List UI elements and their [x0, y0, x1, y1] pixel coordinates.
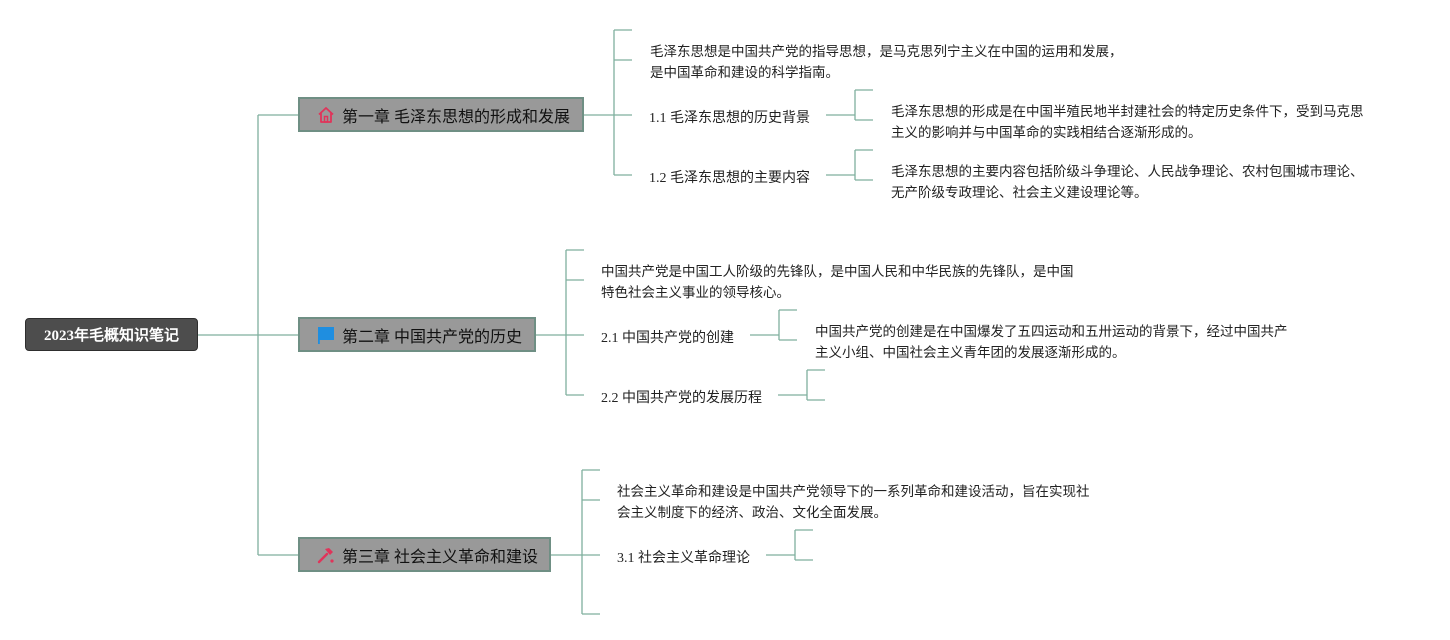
summary-line: 特色社会主义事业的领导核心。: [601, 285, 790, 300]
root-node[interactable]: 2023年毛概知识笔记: [25, 318, 198, 351]
topic-note: 毛泽东思想的形成是在中国半殖民地半封建社会的特定历史条件下，受到马克思 主义的影…: [891, 101, 1364, 143]
chapter-title: 第二章 中国共产党的历史: [342, 328, 523, 346]
summary-line: 中国共产党是中国工人阶级的先锋队，是中国人民和中华民族的先锋队，是中国: [601, 264, 1074, 279]
note-line: 中国共产党的创建是在中国爆发了五四运动和五卅运动的背景下，经过中国共产: [815, 324, 1288, 339]
chapter-summary: 中国共产党是中国工人阶级的先锋队，是中国人民和中华民族的先锋队，是中国 特色社会…: [601, 261, 1074, 303]
summary-line: 毛泽东思想是中国共产党的指导思想，是马克思列宁主义在中国的运用和发展，: [650, 44, 1123, 59]
note-line: 主义的影响并与中国革命的实践相结合逐渐形成的。: [891, 125, 1202, 140]
note-line: 毛泽东思想的主要内容包括阶级斗争理论、人民战争理论、农村包围城市理论、: [891, 164, 1364, 179]
chapter-summary: 毛泽东思想是中国共产党的指导思想，是马克思列宁主义在中国的运用和发展， 是中国革…: [650, 41, 1123, 83]
chapter-node-1[interactable]: 第一章 毛泽东思想的形成和发展: [298, 97, 584, 132]
flag-icon: [316, 325, 336, 345]
note-line: 主义小组、中国社会主义青年团的发展逐渐形成的。: [815, 345, 1126, 360]
chapter-title: 第三章 社会主义革命和建设: [342, 548, 539, 566]
summary-line: 是中国革命和建设的科学指南。: [650, 65, 839, 80]
topic-node-1-1[interactable]: 1.1 毛泽东思想的历史背景: [649, 111, 810, 126]
topic-node-2-2[interactable]: 2.2 中国共产党的发展历程: [601, 391, 762, 406]
chapter-summary: 社会主义革命和建设是中国共产党领导下的一系列革命和建设活动，旨在实现社 会主义制…: [617, 481, 1090, 523]
chapter-title: 第一章 毛泽东思想的形成和发展: [342, 108, 571, 126]
root-label: 2023年毛概知识笔记: [43, 328, 179, 344]
topic-node-2-1[interactable]: 2.1 中国共产党的创建: [601, 331, 734, 346]
chapter-node-2[interactable]: 第二章 中国共产党的历史: [298, 317, 536, 352]
summary-line: 社会主义革命和建设是中国共产党领导下的一系列革命和建设活动，旨在实现社: [617, 484, 1090, 499]
topic-node-3-1[interactable]: 3.1 社会主义革命理论: [617, 551, 750, 566]
house-icon: [316, 105, 336, 125]
note-line: 毛泽东思想的形成是在中国半殖民地半封建社会的特定历史条件下，受到马克思: [891, 104, 1364, 119]
chapter-node-3[interactable]: 第三章 社会主义革命和建设: [298, 537, 551, 572]
hammer-icon: [316, 545, 336, 565]
summary-line: 会主义制度下的经济、政治、文化全面发展。: [617, 505, 887, 520]
topic-note: 中国共产党的创建是在中国爆发了五四运动和五卅运动的背景下，经过中国共产 主义小组…: [815, 321, 1288, 363]
note-line: 无产阶级专政理论、社会主义建设理论等。: [891, 185, 1148, 200]
topic-note: 毛泽东思想的主要内容包括阶级斗争理论、人民战争理论、农村包围城市理论、 无产阶级…: [891, 161, 1364, 203]
topic-node-1-2[interactable]: 1.2 毛泽东思想的主要内容: [649, 171, 810, 186]
